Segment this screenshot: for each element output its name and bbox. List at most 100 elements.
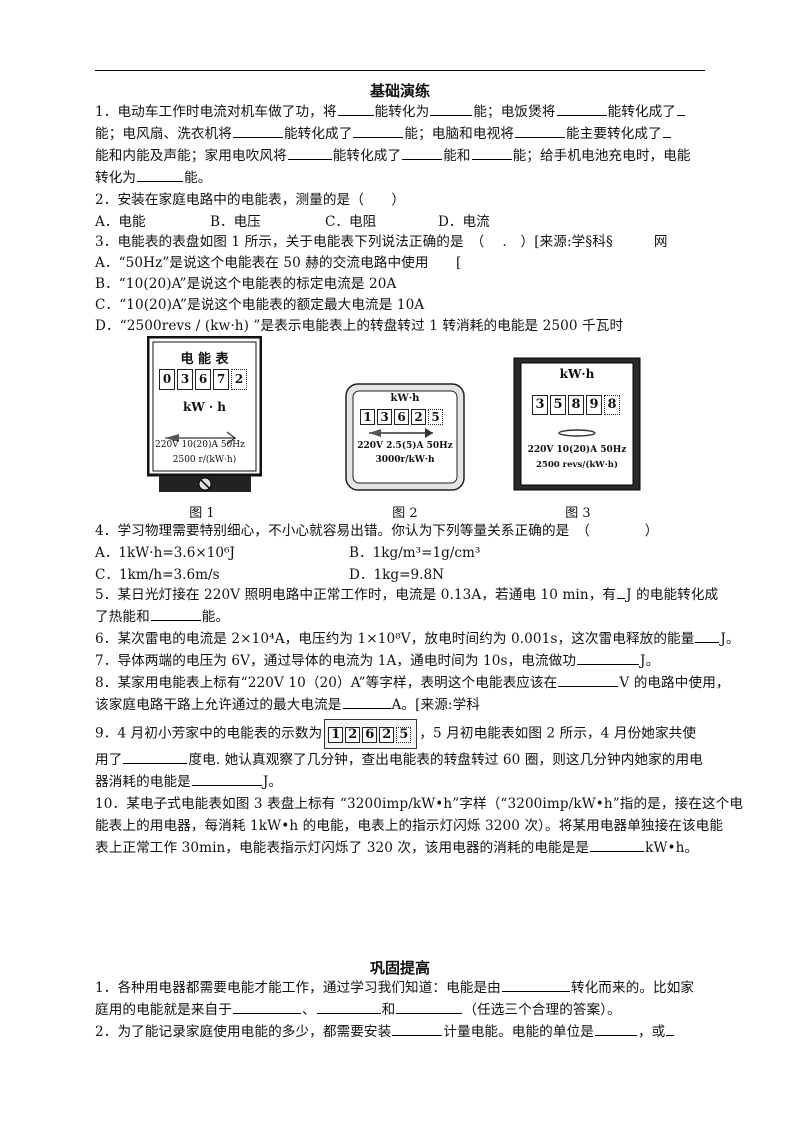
answer-blank[interactable] — [556, 102, 607, 116]
answer-blank[interactable] — [191, 772, 262, 786]
a2-line: 2．为了能记录家庭使用电能的多少，都需要安装计量电能。电能的单位是，或 — [95, 1022, 675, 1042]
answer-blank[interactable] — [232, 124, 283, 138]
q1-text: 能转化成了 — [332, 148, 402, 164]
meter-digit: 0 — [159, 369, 175, 390]
q8-text: 8．某家用电能表上标有“220V 10（20）A”等字样，表明这个电能表应该在 — [95, 675, 558, 691]
q10-text: kW•h。 — [645, 840, 699, 856]
q1-text: 能和内能及声能；家用电吹风将 — [95, 148, 287, 164]
q1-line3: 能和内能及声能；家用电吹风将能转化成了能和能；给手机电池充电时，电能 — [95, 146, 691, 166]
answer-blank[interactable] — [337, 102, 374, 116]
answer-blank[interactable] — [396, 1000, 463, 1014]
answer-blank[interactable] — [577, 651, 640, 665]
answer-blank[interactable] — [617, 585, 626, 599]
meter-digit: 1 — [328, 726, 344, 743]
answer-blank[interactable] — [150, 607, 201, 621]
a1-line2: 庭用的电能就是来自于、和（任选三个合理的答案）。 — [95, 1000, 621, 1020]
q1-text: 能；电脑和电视将 — [404, 126, 514, 142]
answer-blank[interactable] — [392, 1022, 443, 1036]
q9-line2: 用了 度电. 她认真观察了几分钟，查出电能表的转盘转过 60 圈，则这几分钟内她家… — [95, 750, 703, 770]
q9-text: 器消耗的电能是 — [95, 774, 191, 790]
q2-option-b[interactable]: B．电压 — [210, 214, 261, 230]
q10-text: 表上正常工作 30min，电能表指示灯闪烁了 320 次，该用电器的消耗的电能是… — [95, 840, 590, 856]
meter-digit: 5 — [396, 726, 412, 743]
q2-option-d[interactable]: D．电流 — [438, 214, 490, 230]
meter-digit: 6 — [362, 726, 378, 743]
q5-text: 5．某日光灯接在 220V 照明电路中正常工作时，电流是 0.13A，若通电 1… — [95, 587, 617, 603]
q4-option-c[interactable]: C．1km/h=3.6m/s — [95, 567, 220, 583]
q10-line2: 能表上的用电器，每消耗 1kW•h 的电能，电表上的指示灯闪烁 3200 次）。… — [95, 818, 724, 834]
q3-option-a[interactable]: A．“50Hz”是说这个电能表在 50 赫的交流电路中使用 [ — [95, 255, 462, 271]
q9-text: 度电. 她认真观察了几分钟，查出电能表的转盘转过 60 圈，则这几分钟内她家的用… — [188, 752, 703, 768]
answer-blank[interactable] — [558, 673, 619, 687]
q8-text: V 的电路中使用， — [619, 675, 730, 691]
meter-digit: 3 — [532, 394, 548, 415]
meter-digit: 6 — [394, 408, 409, 425]
a1-text: 和 — [381, 1002, 396, 1018]
q7-text: J。 — [640, 653, 660, 669]
q3-stem: 3．电能表的表盘如图 1 所示，关于电能表下列说法正确的是 （ . ）[来源:学… — [95, 234, 668, 250]
meter3-spec: 220V 10(20)A 50Hz — [527, 445, 627, 455]
q1-text: 1．电动车工作时电流对机车做了功，将 — [95, 104, 337, 120]
answer-blank[interactable] — [594, 1022, 637, 1036]
header-rule — [95, 70, 705, 71]
q4-option-d[interactable]: D．1kg=9.8N — [349, 567, 444, 583]
q6-text: J。 — [720, 631, 740, 647]
figure-1-caption: 图 1 — [189, 506, 215, 521]
answer-blank[interactable] — [287, 146, 332, 160]
q2-option-a[interactable]: A．电能 — [95, 214, 146, 230]
answer-blank[interactable] — [123, 750, 188, 764]
q5-text: J 的电能转化成 — [626, 587, 719, 603]
q1-text: 能；给手机电池充电时，电能 — [512, 148, 691, 164]
q3-option-b[interactable]: B．“10(20)A”是说这个电能表的标定电流是 20A — [95, 276, 397, 292]
q2-option-c[interactable]: C．电阻 — [325, 214, 377, 230]
q4-option-a[interactable]: A．1kW·h=3.6×10⁶J — [95, 545, 235, 561]
q9-line3: 器消耗的电能是 J。 — [95, 772, 282, 792]
meter1-unit: kW · h — [182, 400, 227, 414]
q9-text: 9．4 月初小芳家中的电能表的示数为 — [95, 725, 323, 742]
q1-line2: 能；电风扇、洗衣机将能转化成了能；电脑和电视将能主要转化成了 — [95, 124, 672, 144]
section-title-basic: 基础演练 — [369, 82, 430, 100]
q5-line1: 5．某日光灯接在 220V 照明电路中正常工作时，电流是 0.13A，若通电 1… — [95, 585, 718, 605]
q5-text: 能。 — [201, 609, 230, 625]
q3-option-d[interactable]: D．“2500revs / (kw·h) ”是表示电能表上的转盘转过 1 转消耗… — [95, 318, 624, 334]
answer-blank[interactable] — [353, 124, 404, 138]
answer-blank[interactable] — [514, 124, 565, 138]
answer-blank[interactable] — [666, 1022, 675, 1036]
meter-digit: 3 — [377, 408, 392, 425]
q1-text: 能转化为 — [374, 104, 430, 120]
answer-blank[interactable] — [695, 629, 720, 643]
answer-blank[interactable] — [342, 695, 391, 709]
q1-text: 能主要转化成了 — [565, 126, 662, 142]
q8-text: 该家庭电路干路上允许通过的最大电流是 — [95, 697, 342, 713]
q9-text: 用了 — [95, 752, 123, 768]
answer-blank[interactable] — [316, 1000, 381, 1014]
answer-blank[interactable] — [402, 146, 443, 160]
q3-option-c[interactable]: C．“10(20)A”是说这个电能表的额定最大电流是 10A — [95, 297, 425, 313]
answer-blank[interactable] — [137, 168, 184, 182]
q4-option-b[interactable]: B．1kg/m³=1g/cm³ — [349, 545, 481, 561]
answer-blank[interactable] — [430, 102, 473, 116]
meter-digit: 2 — [379, 726, 395, 743]
answer-blank[interactable] — [501, 978, 570, 992]
answer-blank[interactable] — [471, 146, 512, 160]
answer-blank[interactable] — [676, 102, 685, 116]
meter-digit: 5 — [550, 394, 566, 415]
meter1-revs: 2500 r/(kW·h) — [172, 455, 237, 465]
answer-blank[interactable] — [662, 124, 671, 138]
q1-text: 转化为 — [95, 170, 137, 186]
a2-text: 2．为了能记录家庭使用电能的多少，都需要安装 — [95, 1024, 392, 1040]
meter1-spec: 220V 10(20)A 50Hz — [155, 440, 245, 450]
q9-text: J。 — [262, 774, 283, 790]
answer-blank[interactable] — [232, 1000, 301, 1014]
a1-line1: 1．各种用电器都需要电能才能工作，通过学习我们知道：电能是由转化而来的。比如家 — [95, 978, 694, 998]
answer-blank[interactable] — [590, 838, 645, 852]
